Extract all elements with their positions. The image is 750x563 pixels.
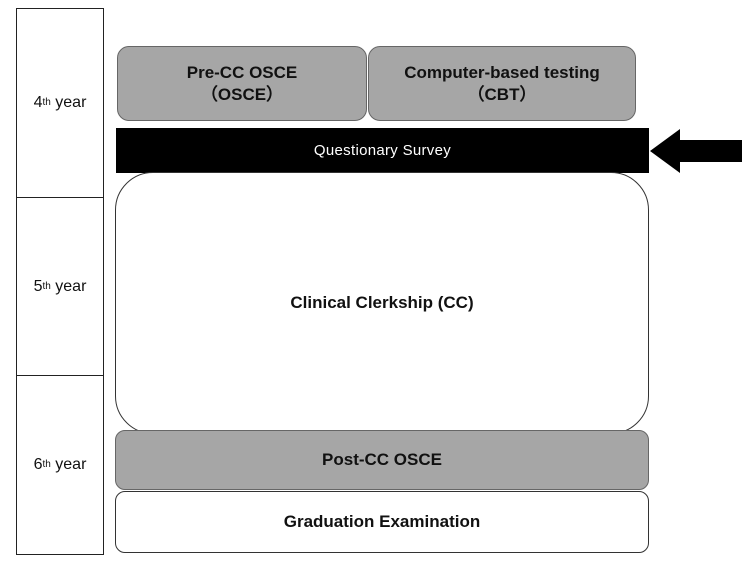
pre-cc-osce-box: Pre-CC OSCE （OSCE） <box>117 46 367 121</box>
year-6-number: 6 <box>33 456 43 473</box>
pre-cc-osce-title: Pre-CC OSCE <box>186 63 298 83</box>
clinical-clerkship-label: Clinical Clerkship (CC) <box>290 293 474 312</box>
cbt-box: Computer-based testing （CBT） <box>368 46 636 121</box>
pre-cc-osce-abbrev: （OSCE） <box>200 84 284 104</box>
year-5-number: 5 <box>33 277 43 295</box>
questionary-survey-label: Questionary Survey <box>313 142 452 159</box>
clinical-clerkship-box: Clinical Clerkship (CC) <box>115 172 649 434</box>
questionary-survey-bar: Questionary Survey <box>116 128 649 173</box>
graduation-examination-box: Graduation Examination <box>115 491 649 553</box>
post-cc-osce-box: Post-CC OSCE <box>115 430 649 490</box>
year-4-text: year <box>50 94 87 111</box>
graduation-examination-label: Graduation Examination <box>283 512 481 531</box>
year-5-text: year <box>50 277 87 295</box>
cbt-abbrev: （CBT） <box>467 84 537 104</box>
cbt-title: Computer-based testing <box>404 63 600 83</box>
post-cc-osce-label: Post-CC OSCE <box>322 450 442 470</box>
year-6-text: year <box>50 456 87 473</box>
left-arrow-icon <box>650 129 742 173</box>
year-4-number: 4 <box>33 94 43 111</box>
